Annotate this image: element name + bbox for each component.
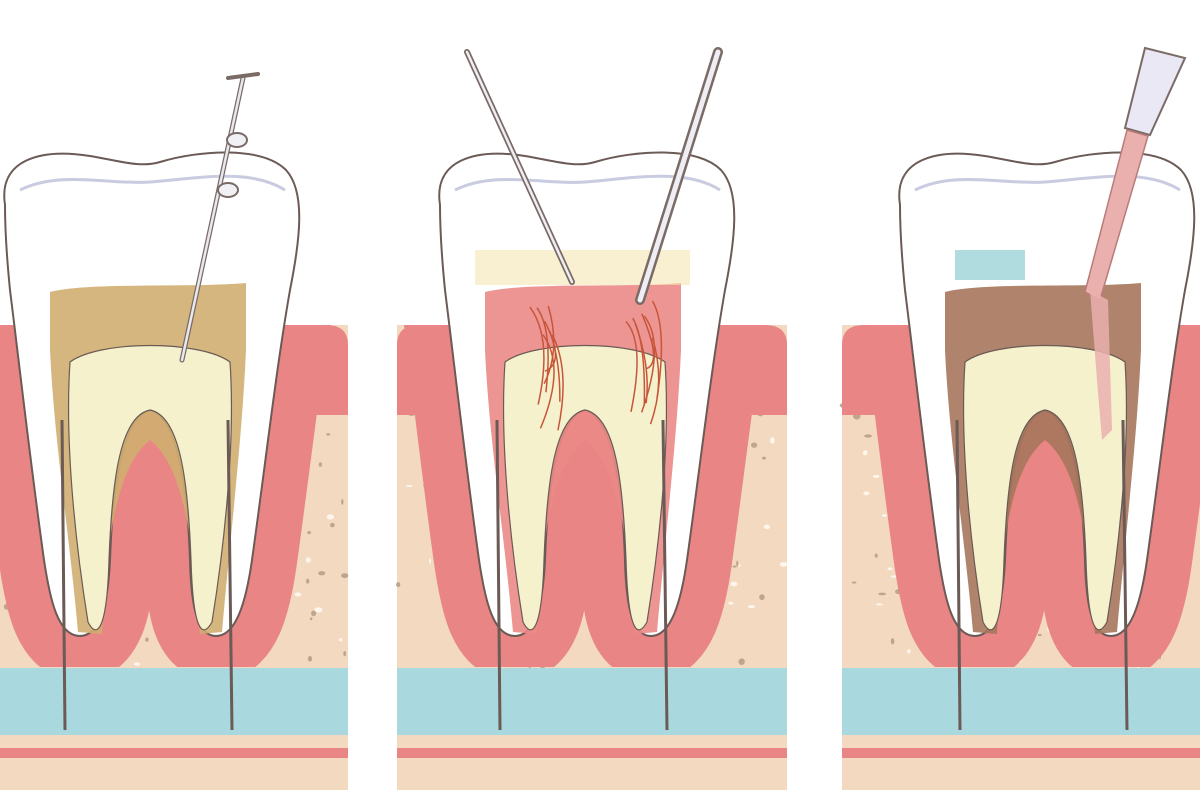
inflamed-nerve-fiber — [641, 313, 655, 370]
bone-speckle — [396, 582, 401, 588]
bone-strip — [397, 735, 787, 748]
syringe-icon — [1123, 46, 1187, 137]
bone-speckle — [732, 565, 737, 568]
canal-line — [226, 419, 234, 731]
bone-base — [397, 758, 787, 790]
inflamed-nerve-fiber — [625, 321, 638, 413]
bone-speckle — [779, 561, 788, 567]
bone-speckle — [330, 522, 335, 528]
bone-speckle — [318, 571, 326, 576]
bone-speckle — [769, 437, 775, 444]
tooth — [898, 151, 1196, 731]
bone-speckle — [338, 638, 343, 642]
tooth — [3, 151, 301, 731]
bone-speckle — [314, 607, 323, 613]
canal-line — [495, 419, 502, 731]
bone-speckle — [747, 604, 755, 609]
bone-speckle — [326, 514, 334, 520]
bone-speckle — [750, 442, 758, 448]
bone-strip — [0, 735, 348, 748]
bone-speckle — [907, 649, 911, 654]
endodontic-file-shaft — [180, 76, 245, 362]
bone-speckle — [405, 484, 413, 487]
gutta-percha-flow — [1090, 290, 1112, 440]
temporary-filling — [955, 250, 1025, 280]
canal-line — [60, 419, 67, 731]
inflamed-nerve-fiber — [551, 334, 564, 431]
canal-line — [661, 419, 669, 731]
inflamed-nerve-fiber — [651, 300, 663, 399]
bone-speckle — [1037, 633, 1042, 637]
panel-1 — [0, 151, 349, 790]
file-stopper — [226, 132, 248, 148]
gum-line — [842, 748, 1200, 758]
bone-speckle — [305, 578, 310, 584]
bone-speckle — [738, 658, 745, 666]
bone-speckle — [851, 581, 857, 584]
inflamed-nerve-fiber — [536, 307, 549, 393]
inflamed-nerve-fiber — [529, 306, 545, 405]
nerve-band — [397, 668, 787, 735]
tooth — [438, 151, 736, 731]
bone-speckle — [326, 433, 331, 436]
bone-speckle — [305, 557, 311, 563]
bone-speckle — [887, 567, 893, 571]
enamel-highlight — [454, 174, 721, 192]
bone-speckle — [872, 474, 880, 478]
bone-speckle — [428, 558, 432, 564]
bone-speckle — [875, 603, 884, 606]
inflamed-nerve-fiber — [543, 305, 555, 384]
bone-speckle — [882, 514, 888, 517]
bone-speckle — [341, 573, 349, 579]
bone-base — [0, 758, 348, 790]
bone-speckle — [728, 601, 734, 605]
bone-speckle — [759, 594, 765, 601]
bone-speckle — [730, 581, 738, 587]
canal-line — [955, 419, 962, 731]
inflamed-nerve-fiber — [634, 323, 648, 404]
bone-speckle — [309, 617, 313, 621]
enamel-highlight — [19, 174, 286, 192]
bone-speckle — [318, 462, 322, 467]
probe-shaft — [465, 50, 574, 284]
file-handle — [226, 72, 260, 80]
probe-shaft — [637, 49, 721, 303]
bone-speckle — [864, 434, 872, 438]
bone-speckle — [311, 610, 317, 617]
gum-line — [397, 748, 787, 758]
inflamed-nerve-fiber — [539, 334, 555, 429]
enamel-highlight — [914, 174, 1181, 192]
bone-speckle — [307, 655, 313, 662]
inflamed-nerve-fiber — [632, 317, 646, 406]
bone-speckle — [294, 592, 302, 597]
bone-base — [842, 758, 1200, 790]
bone-strip — [842, 735, 1200, 748]
bone-speckle — [738, 564, 741, 567]
bone-speckle — [145, 637, 149, 642]
inflamed-nerve-fiber — [549, 330, 561, 402]
bone-speckle — [133, 662, 141, 666]
bone-speckle — [736, 560, 739, 567]
bone-speckle — [874, 553, 878, 558]
bone-speckle — [862, 450, 868, 456]
bone-speckle — [307, 531, 311, 535]
panel-3 — [839, 151, 1200, 790]
bone-speckle — [890, 638, 895, 645]
bone-speckle — [341, 498, 344, 505]
bone-speckle — [343, 650, 347, 657]
bone-speckle — [863, 491, 870, 496]
canal-line — [1121, 419, 1129, 731]
nerve-band — [0, 668, 348, 735]
bone-speckle — [878, 592, 887, 596]
file-stopper — [217, 182, 239, 198]
nerve-band — [842, 668, 1200, 735]
gum-line — [0, 748, 348, 758]
bone-speckle — [762, 456, 766, 460]
panel-2 — [396, 151, 788, 790]
bone-speckle — [763, 524, 770, 530]
